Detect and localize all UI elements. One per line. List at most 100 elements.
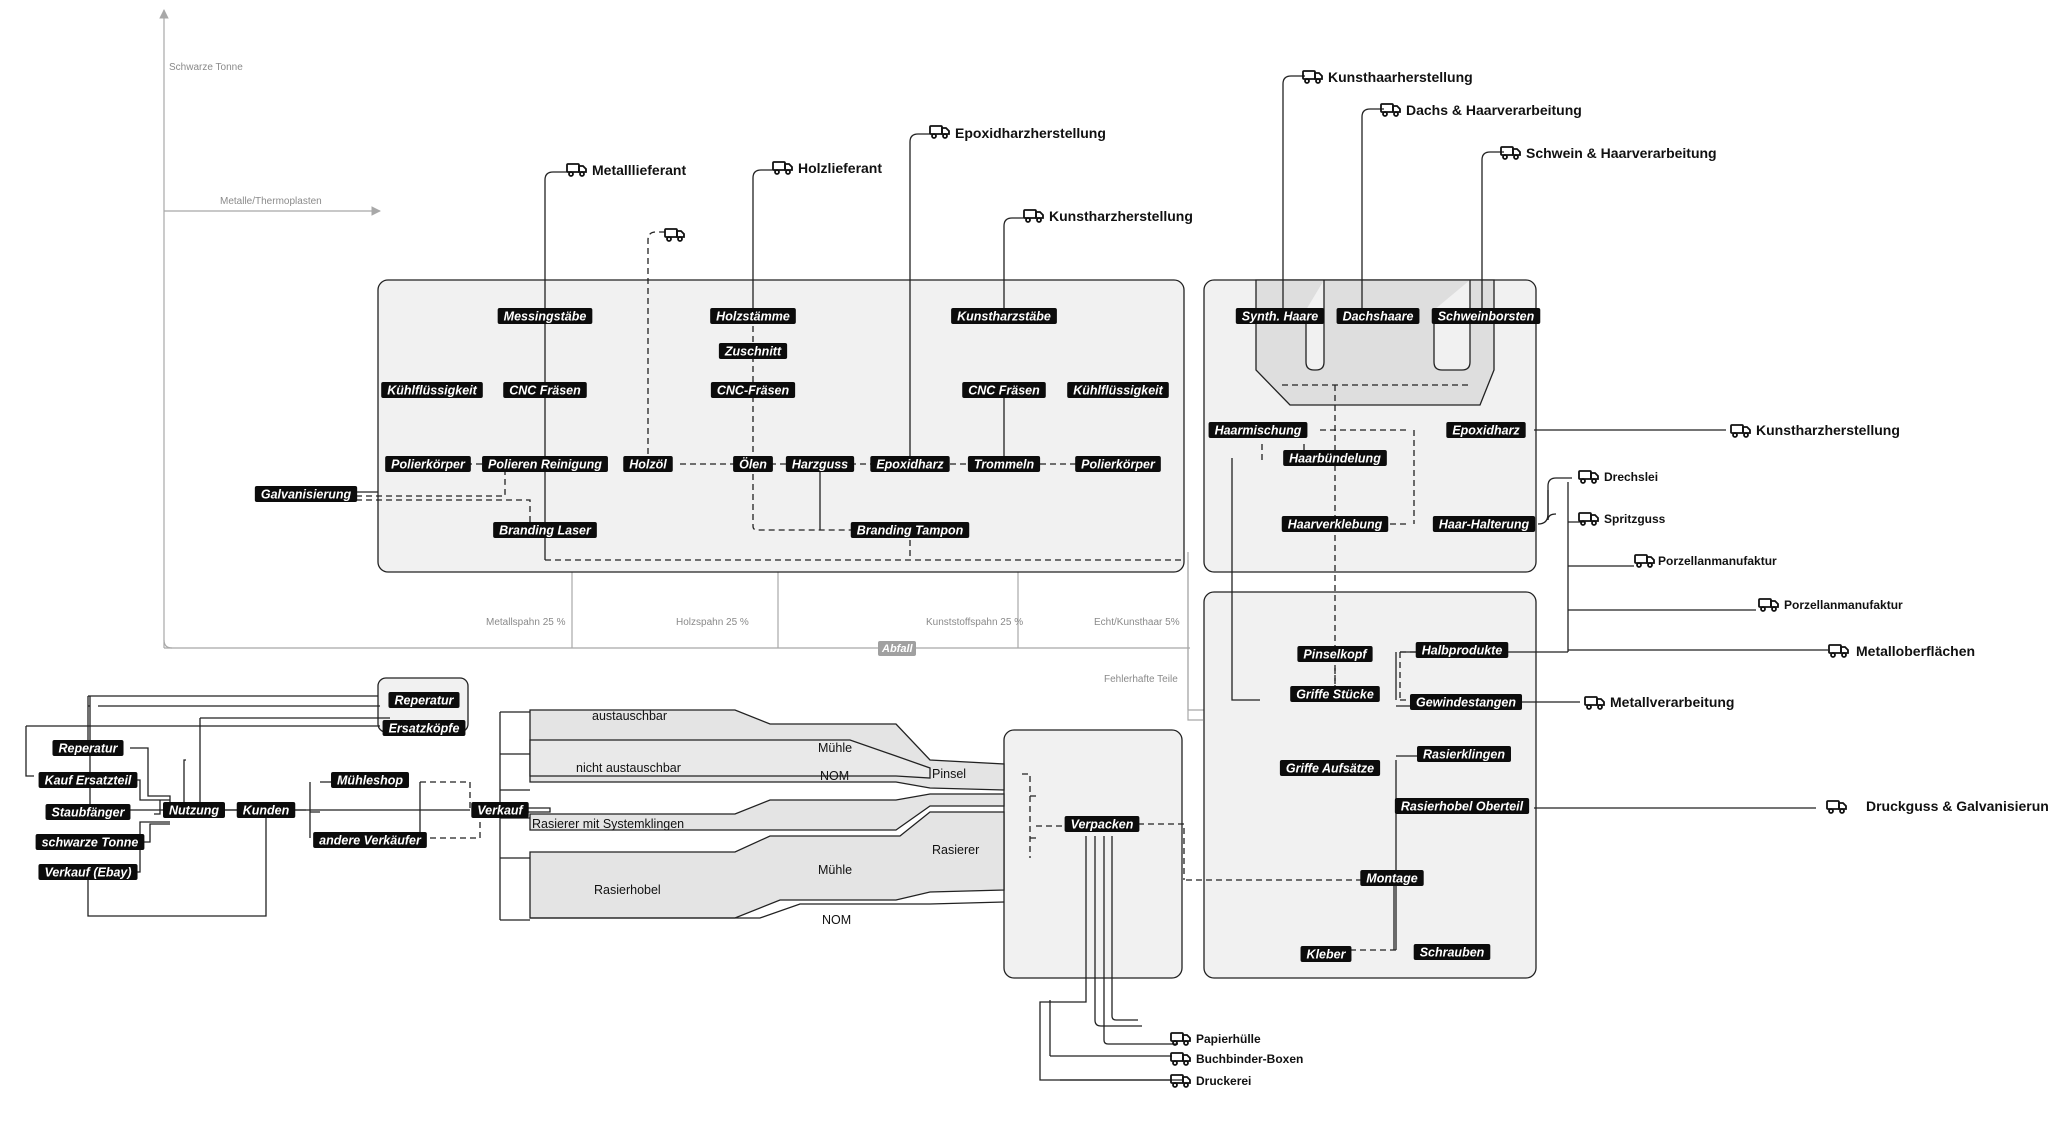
svg-text:Harzguss: Harzguss	[792, 458, 848, 472]
tag-reperatur-box: Reperatur	[388, 692, 460, 708]
svg-text:Gewindestangen: Gewindestangen	[1416, 696, 1516, 710]
waste-share-wood: Holzspahn 25 %	[676, 617, 749, 628]
tag-kauf-ersatzteil: Kauf Ersatzteil	[38, 772, 138, 788]
band-rasierer: Rasierer	[932, 843, 979, 857]
tag-holzoel: Holzöl	[623, 456, 673, 472]
assembly-box	[1203, 591, 1537, 979]
tag-schweinborsten: Schweinborsten	[1431, 308, 1541, 324]
svg-text:schwarze Tonne: schwarze Tonne	[42, 836, 139, 850]
svg-text:Montage: Montage	[1366, 872, 1417, 886]
tag-epoxidharz: Epoxidharz	[870, 456, 950, 472]
tag-ersatzkoepfe: Ersatzköpfe	[382, 720, 466, 736]
svg-text:Polierkörper: Polierkörper	[1081, 458, 1156, 472]
supplier-metall: Metalllieferant	[592, 162, 686, 178]
tag-muehleshop: Mühleshop	[331, 772, 409, 788]
tag-montage: Montage	[1360, 870, 1424, 886]
svg-text:Haarverklebung: Haarverklebung	[1288, 518, 1383, 532]
svg-text:Branding Tampon: Branding Tampon	[857, 524, 964, 538]
tag-verpacken: Verpacken	[1064, 816, 1140, 832]
supplier-metalloberflaechen: Metalloberflächen	[1856, 643, 1975, 659]
tag-branding-laser: Branding Laser	[493, 522, 597, 538]
supplier-schwein: Schwein & Haarverarbeitung	[1526, 145, 1717, 161]
svg-text:Reperatur: Reperatur	[58, 742, 118, 756]
supplier-epoxid: Epoxidharzherstellung	[955, 125, 1106, 141]
tag-trommeln: Trommeln	[967, 456, 1041, 472]
svg-text:Kunden: Kunden	[243, 804, 290, 818]
svg-text:Polierkörper: Polierkörper	[391, 458, 466, 472]
svg-text:Verkauf: Verkauf	[477, 804, 524, 818]
band-nicht-austauschbar: nicht austauschbar	[576, 761, 681, 775]
svg-text:Ersatzköpfe: Ersatzköpfe	[389, 722, 460, 736]
tag-schwarze-tonne: schwarze Tonne	[35, 834, 145, 850]
tag-rasierhobel-oberteil: Rasierhobel Oberteil	[1394, 798, 1530, 814]
svg-text:Kleber: Kleber	[1307, 948, 1347, 962]
svg-text:Schrauben: Schrauben	[1420, 946, 1485, 960]
tag-kleber: Kleber	[1300, 946, 1352, 962]
tag-haar-halterung: Haar-Halterung	[1432, 516, 1536, 532]
band-nom-1: NOM	[820, 769, 849, 783]
tag-cnc-fraesen-3: CNC Fräsen	[962, 382, 1046, 398]
supplier-buchbinder: Buchbinder-Boxen	[1196, 1052, 1303, 1066]
svg-text:Schweinborsten: Schweinborsten	[1438, 310, 1535, 324]
svg-text:Griffe Aufsätze: Griffe Aufsätze	[1286, 762, 1374, 776]
svg-text:Branding Laser: Branding Laser	[499, 524, 592, 538]
svg-text:CNC Fräsen: CNC Fräsen	[509, 384, 581, 398]
svg-text:Haarmischung: Haarmischung	[1215, 424, 1302, 438]
tag-haarverklebung: Haarverklebung	[1281, 516, 1389, 532]
tag-haarmischung: Haarmischung	[1208, 422, 1308, 438]
band-austauschbar: austauschbar	[592, 709, 667, 723]
tag-branding-tampon: Branding Tampon	[850, 522, 970, 538]
svg-text:Zuschnitt: Zuschnitt	[724, 345, 782, 359]
svg-text:Holzstämme: Holzstämme	[716, 310, 790, 324]
supplier-drechslei: Drechslei	[1604, 470, 1658, 484]
supplier-holz: Holzlieferant	[798, 160, 882, 176]
svg-text:Verkauf (Ebay): Verkauf (Ebay)	[44, 866, 131, 880]
svg-text:Messingstäbe: Messingstäbe	[504, 310, 587, 324]
tag-polierkoerper-1: Polierkörper	[385, 456, 471, 472]
supplier-metallverarbeitung: Metallverarbeitung	[1610, 694, 1734, 710]
tag-harzguss: Harzguss	[785, 456, 855, 472]
svg-text:Synth. Haare: Synth. Haare	[1242, 310, 1318, 324]
tag-verkauf: Verkauf	[471, 802, 529, 818]
svg-text:Galvanisierung: Galvanisierung	[261, 488, 352, 502]
svg-text:Kunstharzstäbe: Kunstharzstäbe	[957, 310, 1051, 324]
packaging-box	[1003, 729, 1183, 979]
tag-griffe-stuecke: Griffe Stücke	[1290, 686, 1380, 702]
svg-text:Halbprodukte: Halbprodukte	[1422, 644, 1503, 658]
tag-rasierklingen: Rasierklingen	[1417, 746, 1511, 762]
tag-andere-verkaeufer: andere Verkäufer	[313, 832, 427, 848]
svg-text:Mühleshop: Mühleshop	[337, 774, 403, 788]
tag-kunstharzstaebe: Kunstharzstäbe	[951, 308, 1057, 324]
svg-text:andere Verkäufer: andere Verkäufer	[319, 834, 422, 848]
tag-kuehlfluessigkeit-2: Kühlflüssigkeit	[1067, 382, 1169, 398]
production-box	[377, 279, 1185, 573]
waste-share-hair: Echt/Kunsthaar 5%	[1094, 617, 1180, 628]
tag-synth-haare: Synth. Haare	[1235, 308, 1325, 324]
tag-schrauben: Schrauben	[1413, 944, 1491, 960]
abfall-badge: Abfall	[878, 641, 916, 656]
band-muehle-2: Mühle	[818, 863, 852, 877]
axis-vertical-label: Schwarze Tonne	[169, 62, 243, 73]
svg-text:Pinselkopf: Pinselkopf	[1303, 648, 1368, 662]
band-muehle-1: Mühle	[818, 741, 852, 755]
waste-share-metal: Metallspahn 25 %	[486, 617, 566, 628]
tag-oelen: Ölen	[733, 456, 773, 472]
svg-text:Polieren Reinigung: Polieren Reinigung	[488, 458, 602, 472]
waste-axes	[159, 9, 1206, 711]
svg-text:CNC-Fräsen: CNC-Fräsen	[717, 384, 790, 398]
band-nom-2: NOM	[822, 913, 851, 927]
supplier-porzellan-1: Porzellanmanufaktur	[1658, 554, 1777, 568]
svg-text:Griffe Stücke: Griffe Stücke	[1296, 688, 1374, 702]
tag-polieren-reinigung: Polieren Reinigung	[482, 456, 608, 472]
svg-text:Staubfänger: Staubfänger	[52, 806, 126, 820]
tag-hair-epoxidharz: Epoxidharz	[1446, 422, 1526, 438]
svg-text:Kauf Ersatzteil: Kauf Ersatzteil	[45, 774, 132, 788]
tag-galvanisierung: Galvanisierung	[254, 486, 358, 502]
svg-text:Epoxidharz: Epoxidharz	[876, 458, 944, 472]
waste-share-plastic: Kunststoffspahn 25 %	[926, 617, 1023, 628]
svg-text:Reperatur: Reperatur	[394, 694, 454, 708]
supplier-papierhuelle: Papierhülle	[1196, 1032, 1261, 1046]
tag-gewindestangen: Gewindestangen	[1409, 694, 1523, 710]
tag-cnc-fraesen-2: CNC-Fräsen	[710, 382, 796, 398]
